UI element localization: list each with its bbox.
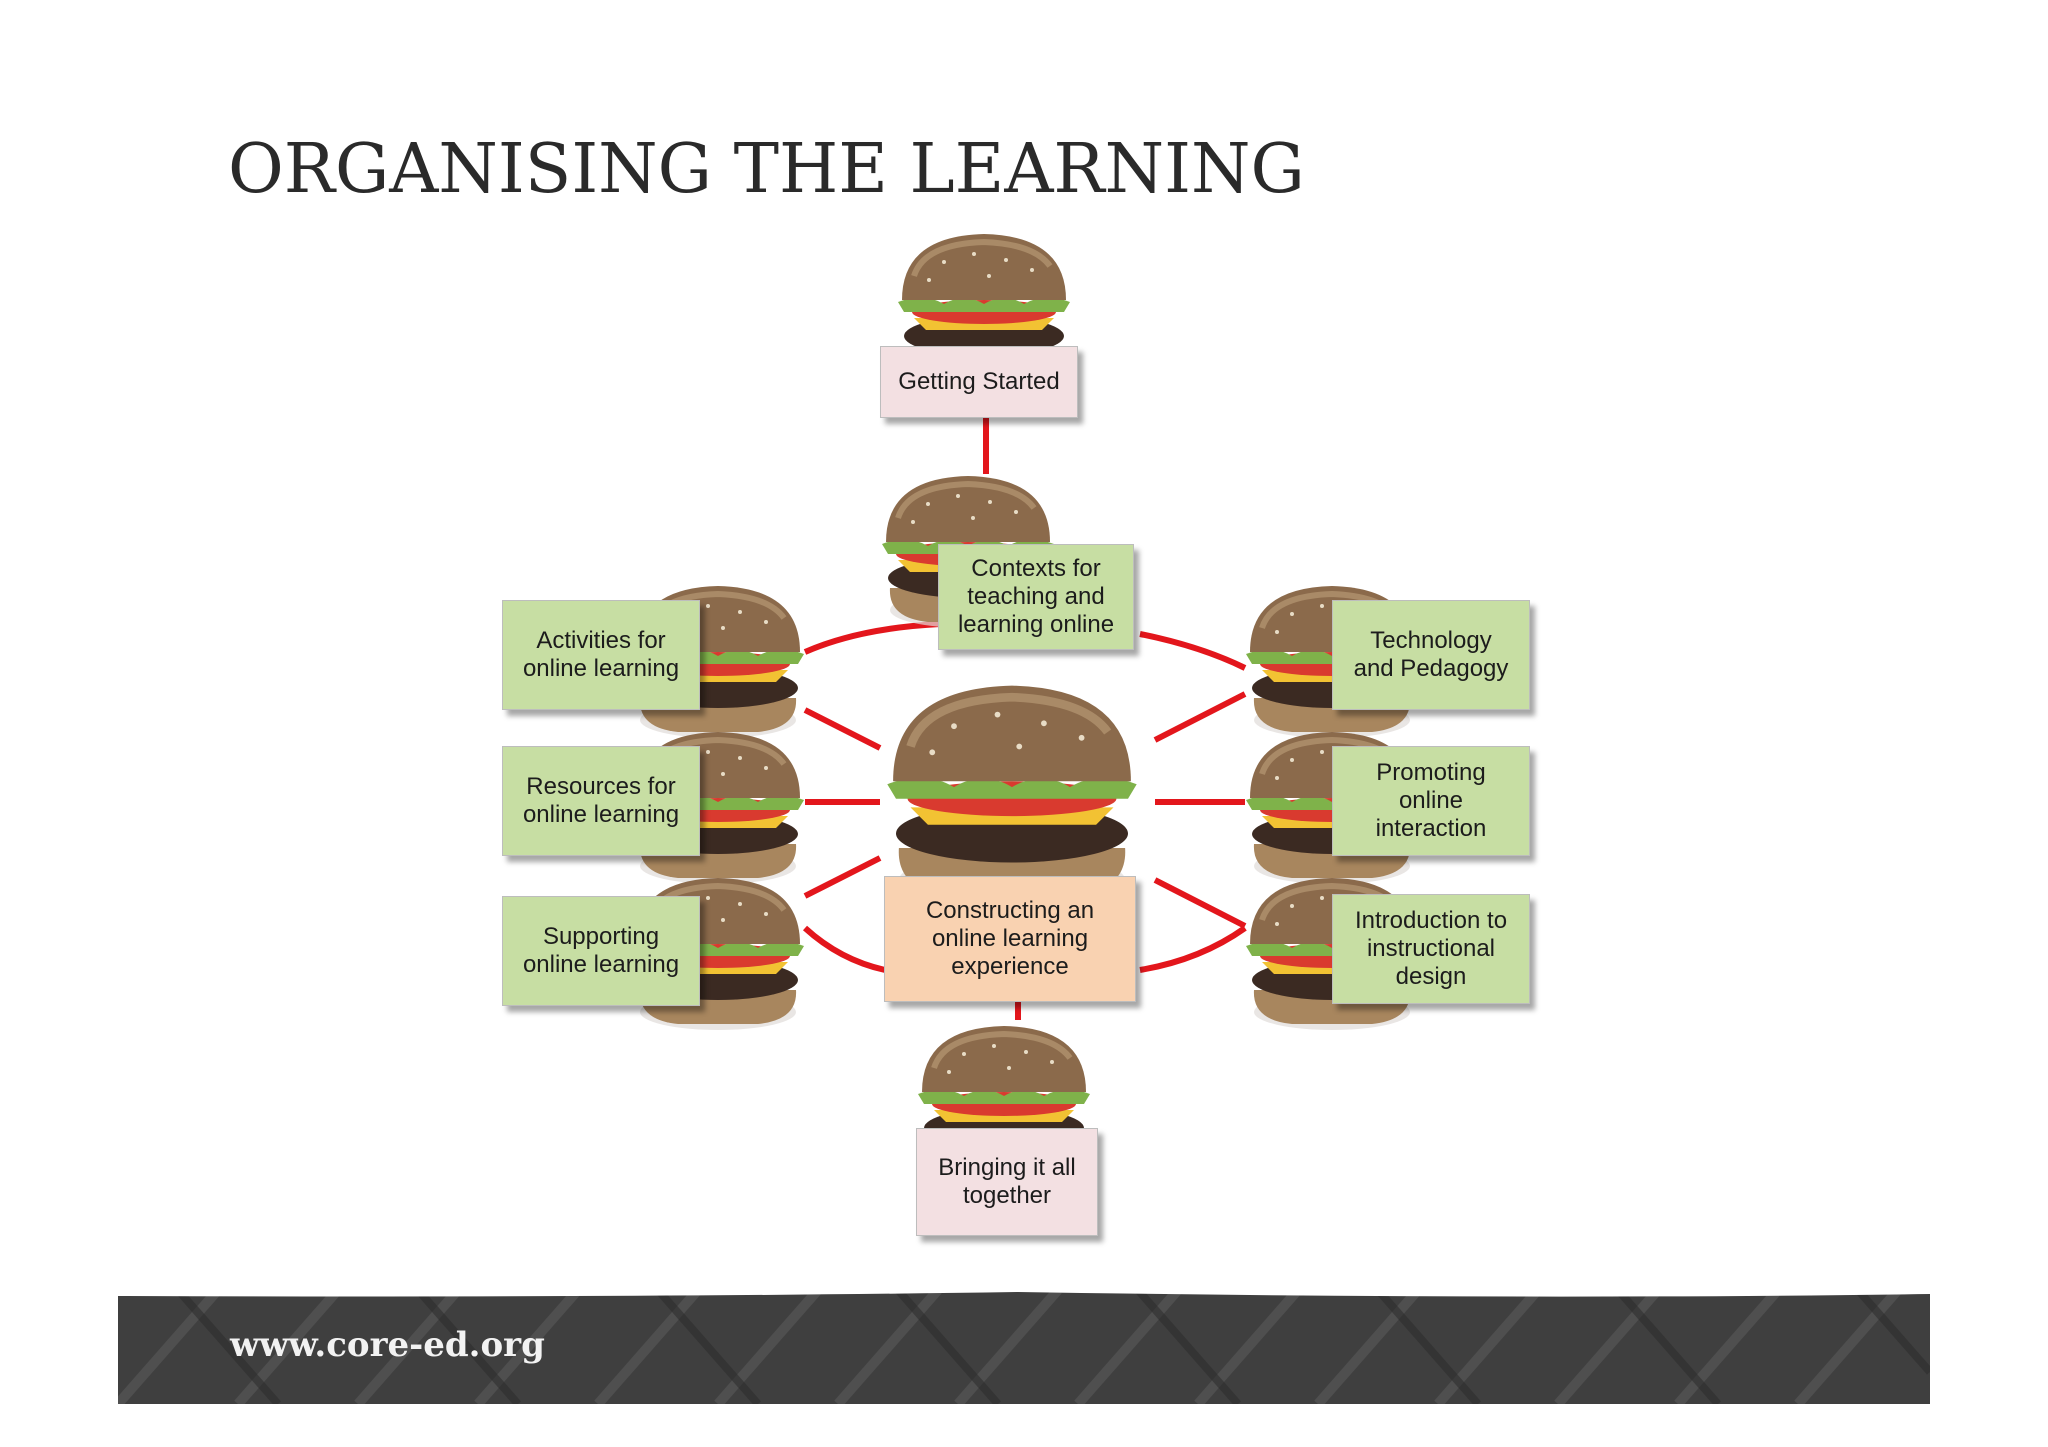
connector-line bbox=[803, 621, 941, 655]
node-bringing: Bringing it all together bbox=[916, 1128, 1098, 1236]
footer-url: www.core-ed.org bbox=[230, 1325, 545, 1365]
page-title: ORGANISING THE LEARNING bbox=[228, 130, 1305, 209]
burger-icon bbox=[887, 686, 1136, 906]
node-introduction: Introduction to instructional design bbox=[1332, 894, 1530, 1004]
connector-line bbox=[1139, 925, 1247, 973]
node-activities: Activities for online learning bbox=[502, 600, 700, 710]
node-promoting: Promoting online interaction bbox=[1332, 746, 1530, 856]
node-constructing: Constructing an online learning experien… bbox=[884, 876, 1136, 1002]
footer-banner bbox=[118, 1290, 1930, 1404]
footer-pattern bbox=[118, 1290, 1930, 1404]
node-technology: Technology and Pedagogy bbox=[1332, 600, 1530, 710]
connector-line bbox=[803, 707, 882, 751]
node-contexts: Contexts for teaching and learning onlin… bbox=[938, 544, 1134, 650]
node-resources: Resources for online learning bbox=[502, 746, 700, 856]
connector-lines bbox=[802, 418, 1247, 1020]
connector-line bbox=[802, 925, 886, 973]
connector-line bbox=[803, 855, 882, 899]
node-supporting: Supporting online learning bbox=[502, 896, 700, 1006]
connector-line bbox=[1153, 691, 1247, 743]
node-getting-started: Getting Started bbox=[880, 346, 1078, 418]
connector-line bbox=[1153, 877, 1247, 929]
connector-line bbox=[1139, 631, 1247, 671]
